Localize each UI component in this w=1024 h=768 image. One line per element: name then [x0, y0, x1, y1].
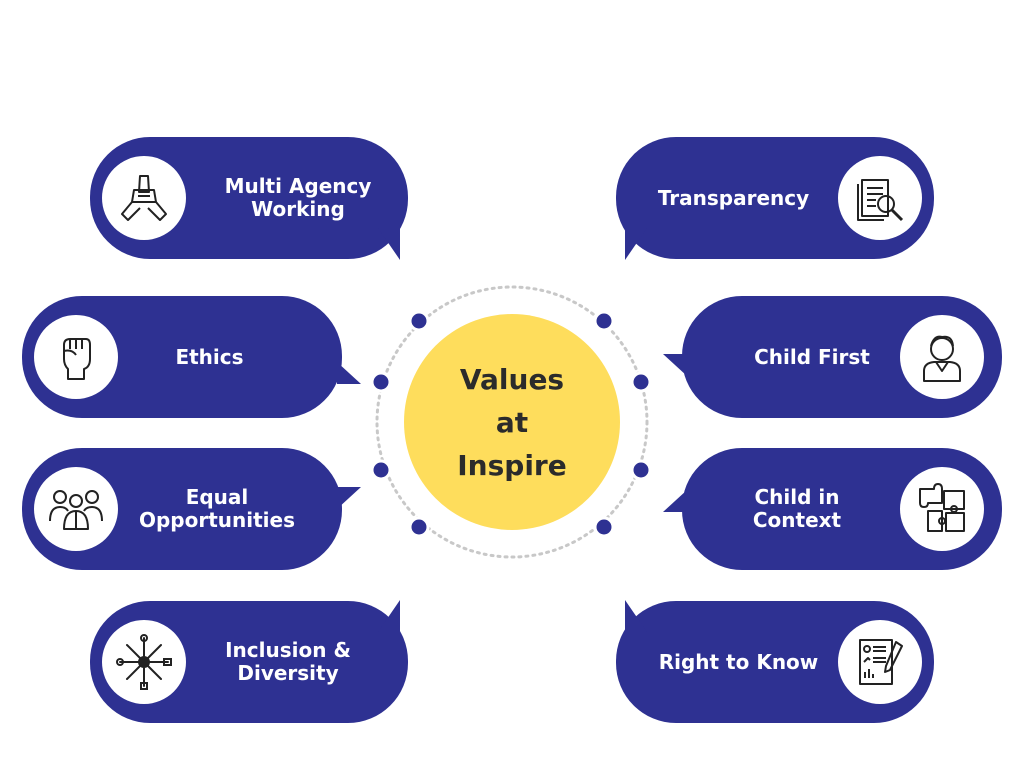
child-avatar-icon	[900, 315, 984, 399]
bubble-tail	[663, 354, 687, 376]
value-label: Child First	[754, 344, 870, 369]
value-bubble-right-to-know: Right to Know	[616, 601, 934, 723]
report-pen-icon	[838, 620, 922, 704]
value-bubble-inclusion-diversity: Inclusion & Diversity	[90, 601, 408, 723]
value-bubble-child-in-context: Child in Context	[682, 448, 1002, 570]
value-label: Multi Agency Working	[224, 174, 372, 221]
bubble-tail	[337, 487, 361, 509]
value-bubble-ethics: Ethics	[22, 296, 342, 418]
connector-dot	[630, 459, 652, 481]
connector-dot	[370, 371, 392, 393]
value-bubble-equal-opportunities: Equal Opportunities	[22, 448, 342, 570]
hands-together-icon	[102, 156, 186, 240]
value-label: Equal Opportunities	[138, 485, 295, 532]
connector-dot	[593, 310, 615, 332]
connector-dot	[408, 516, 430, 538]
puzzle-pieces-icon	[900, 467, 984, 551]
bubble-tail	[625, 600, 647, 632]
value-label: Child in Context	[752, 485, 842, 532]
bubble-tail	[337, 362, 361, 384]
connector-dot	[630, 371, 652, 393]
raised-fist-icon	[34, 315, 118, 399]
bubble-tail	[378, 600, 400, 632]
value-label: Inclusion & Diversity	[225, 638, 351, 685]
value-label: Right to Know	[658, 649, 819, 674]
value-bubble-child-first: Child First	[682, 296, 1002, 418]
connector-dot	[408, 310, 430, 332]
connector-dot	[593, 516, 615, 538]
value-label: Ethics	[175, 344, 244, 369]
bubble-tail	[625, 228, 647, 260]
center-circle: Values at Inspire	[404, 314, 620, 530]
tools-circle-icon	[102, 620, 186, 704]
bubble-tail	[663, 490, 687, 512]
center-title: Values at Inspire	[457, 362, 567, 482]
connector-dot	[370, 459, 392, 481]
people-group-icon	[34, 467, 118, 551]
value-bubble-transparency: Transparency	[616, 137, 934, 259]
value-label: Transparency	[657, 185, 810, 210]
document-magnifier-icon	[838, 156, 922, 240]
value-bubble-multi-agency: Multi Agency Working	[90, 137, 408, 259]
bubble-tail	[378, 228, 400, 260]
